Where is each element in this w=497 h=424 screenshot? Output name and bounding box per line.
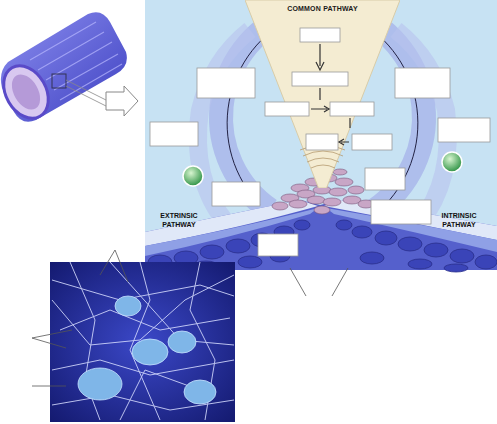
pathway-funnel: COMMON PATHWAY [245,0,400,188]
blank-label-box [371,200,431,224]
blank-label-box [306,134,338,150]
blank-label-box [265,102,309,116]
funnel-shape [245,0,400,188]
flow-arrow [339,139,349,145]
vessel-tube [0,12,138,126]
blank-label-box [212,182,260,206]
blank-label-box [365,168,405,190]
blank-label-box [395,68,450,98]
blank-label-box [292,72,348,86]
panel-background [145,0,497,270]
pathway-label: INTRINSIC PATHWAY [428,211,490,229]
blank-label-box [197,68,255,98]
pathway-heading: COMMON PATHWAY [245,0,400,12]
blank-label-box [352,134,392,150]
blank-label-box [438,118,490,142]
flow-arrow [316,44,324,70]
blank-label-box [300,28,340,42]
micrograph-inset [32,250,235,422]
blank-label-box [258,234,298,256]
blank-label-box [150,122,198,146]
flow-arrow [349,118,350,128]
factor-circle [442,152,462,172]
flow-arrow [319,88,320,100]
vessel-wall [145,200,497,272]
blank-label-box [330,102,374,116]
leader-line [290,268,348,296]
factor-circle [183,166,203,186]
flow-arrow [311,106,329,112]
pathway-label: EXTRINSIC PATHWAY [148,211,210,229]
